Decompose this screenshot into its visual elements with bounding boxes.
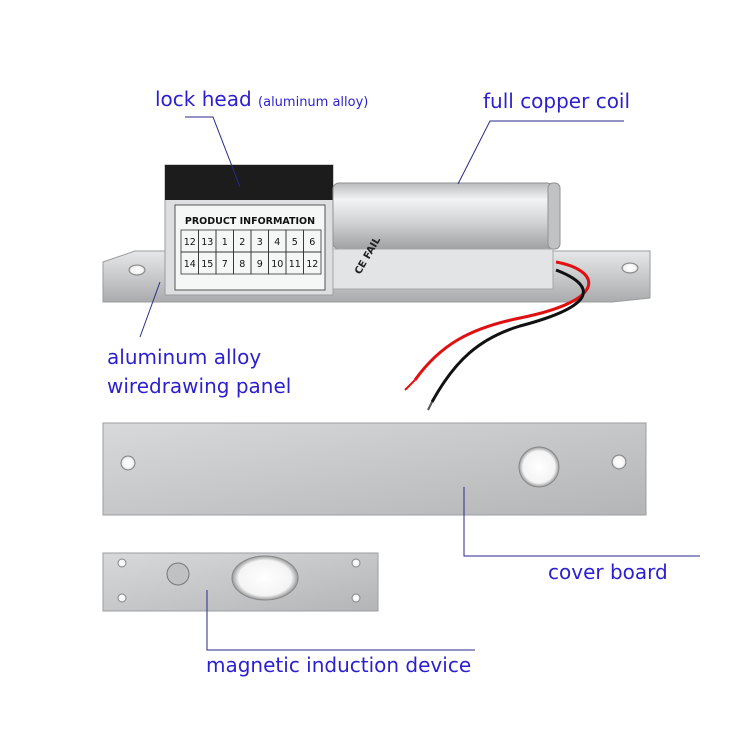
terminal-number: 14 <box>184 259 196 270</box>
red-wire <box>413 260 591 381</box>
terminal-number: 11 <box>289 259 301 270</box>
terminal-number: 5 <box>292 237 298 248</box>
terminal-cell <box>303 251 322 275</box>
panel-line-2: wiredrawing panel <box>107 374 292 398</box>
cover-screw-hole-right <box>611 454 627 470</box>
terminal-number: 2 <box>239 237 245 248</box>
lock-head-material-text: (aluminum alloy) <box>258 95 369 110</box>
terminal-number: 7 <box>222 259 228 270</box>
terminal-number: 3 <box>257 237 263 248</box>
terminal-number: 4 <box>274 237 280 248</box>
magnetic-plate <box>102 552 379 612</box>
label-magnetic-device: magnetic induction device <box>206 653 472 677</box>
label-panel: aluminum alloy wiredrawing panel <box>107 343 291 401</box>
leader-lines <box>139 116 700 651</box>
rail-screw-hole-left <box>128 264 146 276</box>
label-full-copper-coil: full copper coil <box>483 89 631 113</box>
label-cover-board: cover board <box>548 560 668 584</box>
leader-magnetic <box>206 590 475 651</box>
black-wire <box>430 268 585 403</box>
panel-line-1: aluminum alloy <box>107 345 262 369</box>
terminal-number: 9 <box>257 259 263 270</box>
terminal-number: 13 <box>201 237 213 248</box>
terminal-number: 1 <box>222 237 228 248</box>
leader-cover-board <box>463 487 700 557</box>
cover-screw-hole-left <box>120 455 136 471</box>
label-lock-head: lock head (aluminum alloy) <box>155 89 368 109</box>
cover-bolt-hole <box>518 446 560 488</box>
leader-panel <box>139 281 161 338</box>
rail-screw-hole-right <box>621 262 639 274</box>
terminal-number: 12 <box>184 237 196 248</box>
magnet <box>166 562 190 586</box>
plate-bolt-hole <box>231 555 299 601</box>
terminal-number: 6 <box>309 237 315 248</box>
terminal-number: 15 <box>201 259 213 270</box>
lock-head-text: lock head <box>155 87 252 111</box>
terminal-number: 8 <box>239 259 245 270</box>
lead-wires <box>404 260 591 411</box>
leader-lock-head <box>185 116 241 188</box>
terminal-number: 10 <box>271 259 283 270</box>
cover-board <box>102 422 647 516</box>
leader-copper-coil <box>457 120 624 185</box>
terminal-number: 12 <box>306 259 318 270</box>
product-info-title: PRODUCT INFORMATION <box>185 216 315 227</box>
copper-coil-cylinder: CE FAIL <box>332 182 561 290</box>
